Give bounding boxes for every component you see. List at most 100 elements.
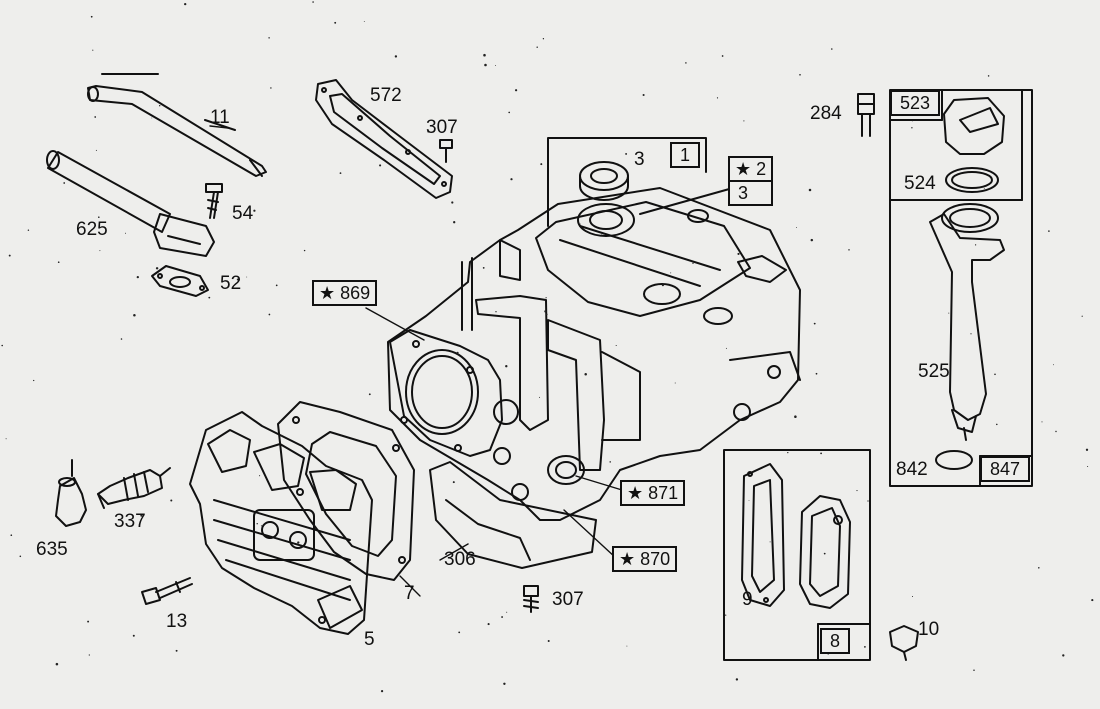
- speckle: [456, 351, 459, 354]
- speckle: [1062, 654, 1065, 657]
- speckle: [427, 130, 430, 133]
- callout-10: 10: [918, 619, 940, 640]
- speckle: [725, 614, 727, 616]
- dipstick-assembly-bracket: [889, 89, 1033, 487]
- callout-307-bottom: 307: [552, 589, 584, 610]
- speckle: [545, 297, 547, 299]
- gasket-set-bracket: [723, 449, 871, 661]
- speckle: [159, 105, 161, 107]
- speckle: [253, 209, 256, 212]
- spark-plug-boot-part: [55, 459, 87, 527]
- speckle: [501, 616, 504, 618]
- speckle: [140, 514, 143, 517]
- speckle: [948, 312, 950, 314]
- speckle: [615, 344, 617, 347]
- callout-13: 13: [166, 611, 188, 632]
- speckle: [482, 267, 485, 269]
- callout-635: 635: [36, 539, 68, 560]
- gasket-306-part: [429, 461, 597, 569]
- speckle: [5, 438, 7, 440]
- speckle: [10, 534, 13, 537]
- speckle: [1081, 315, 1083, 317]
- boxed-callout-869: ★ 869: [312, 280, 378, 306]
- speckle: [368, 393, 371, 396]
- speckle: [716, 97, 719, 99]
- speckle: [281, 434, 283, 437]
- speckle: [55, 662, 59, 666]
- speckle: [609, 461, 611, 463]
- speckle: [184, 2, 187, 6]
- dipstick-cap-part: [943, 97, 1005, 155]
- speckle: [33, 379, 35, 382]
- fitting-284-part: [857, 93, 875, 137]
- callout-284: 284: [810, 103, 842, 124]
- speckle: [27, 229, 30, 231]
- speckle: [735, 678, 739, 681]
- callout-52: 52: [220, 273, 242, 294]
- spark-plug-part: [97, 467, 171, 509]
- speckle: [379, 164, 382, 167]
- gasket-52-part: [151, 265, 209, 297]
- speckle: [57, 261, 60, 264]
- boxed-callout-847: 847: [980, 456, 1031, 482]
- breather-tube-part: [46, 150, 215, 257]
- speckle: [92, 49, 94, 51]
- speckle: [769, 541, 771, 543]
- speckle: [208, 296, 211, 299]
- o-ring-524-part: [945, 167, 999, 193]
- speckle: [451, 201, 454, 204]
- speckle: [584, 373, 587, 376]
- screw-54-part: [205, 183, 223, 219]
- boxed-callout-2: ★ 2 3: [728, 156, 774, 206]
- speckle: [601, 234, 603, 236]
- speckle: [1091, 599, 1094, 602]
- breather-cover-part: [799, 495, 851, 609]
- speckle: [815, 372, 818, 375]
- screw-307-top-part: [439, 139, 453, 163]
- speckle: [505, 365, 508, 368]
- callout-306: 306: [444, 549, 476, 570]
- speckle: [820, 452, 822, 455]
- speckle: [864, 646, 866, 648]
- speckle: [810, 238, 814, 242]
- screw-307-bottom-part: [523, 585, 539, 613]
- speckle: [725, 347, 727, 349]
- speckle: [268, 37, 270, 39]
- speckle: [1053, 364, 1055, 366]
- speckle: [737, 252, 740, 255]
- speckle: [911, 127, 913, 129]
- speckle: [911, 595, 914, 598]
- callout-525: 525: [918, 361, 950, 382]
- speckle: [132, 634, 135, 637]
- cylinder-block-part: [387, 187, 801, 521]
- speckle: [452, 481, 455, 484]
- speckle: [394, 55, 398, 58]
- speckle: [510, 178, 513, 181]
- speckle: [458, 631, 461, 634]
- boxed-callout-523: 523: [890, 90, 941, 116]
- speckle: [848, 249, 850, 251]
- speckle: [721, 55, 724, 57]
- speckle: [270, 87, 272, 89]
- speckle: [748, 500, 750, 502]
- speckle: [542, 38, 545, 40]
- speckle: [867, 500, 869, 502]
- callout-5: 5: [364, 629, 375, 650]
- speckle: [544, 310, 547, 313]
- speckle: [579, 223, 581, 225]
- speckle: [973, 669, 975, 672]
- speckle: [483, 53, 486, 57]
- speckle: [670, 272, 672, 274]
- boxed-callout-8: 8: [820, 628, 851, 654]
- boxed-callout-871: ★ 871: [620, 480, 686, 506]
- callout-842: 842: [896, 459, 928, 480]
- callout-307-top: 307: [426, 117, 458, 138]
- speckle: [19, 555, 22, 558]
- callout-3-seal: 3: [634, 149, 645, 170]
- dipstick-525-part: [929, 203, 1005, 441]
- speckle: [90, 15, 93, 18]
- speckle: [334, 21, 337, 24]
- speckle: [312, 1, 314, 3]
